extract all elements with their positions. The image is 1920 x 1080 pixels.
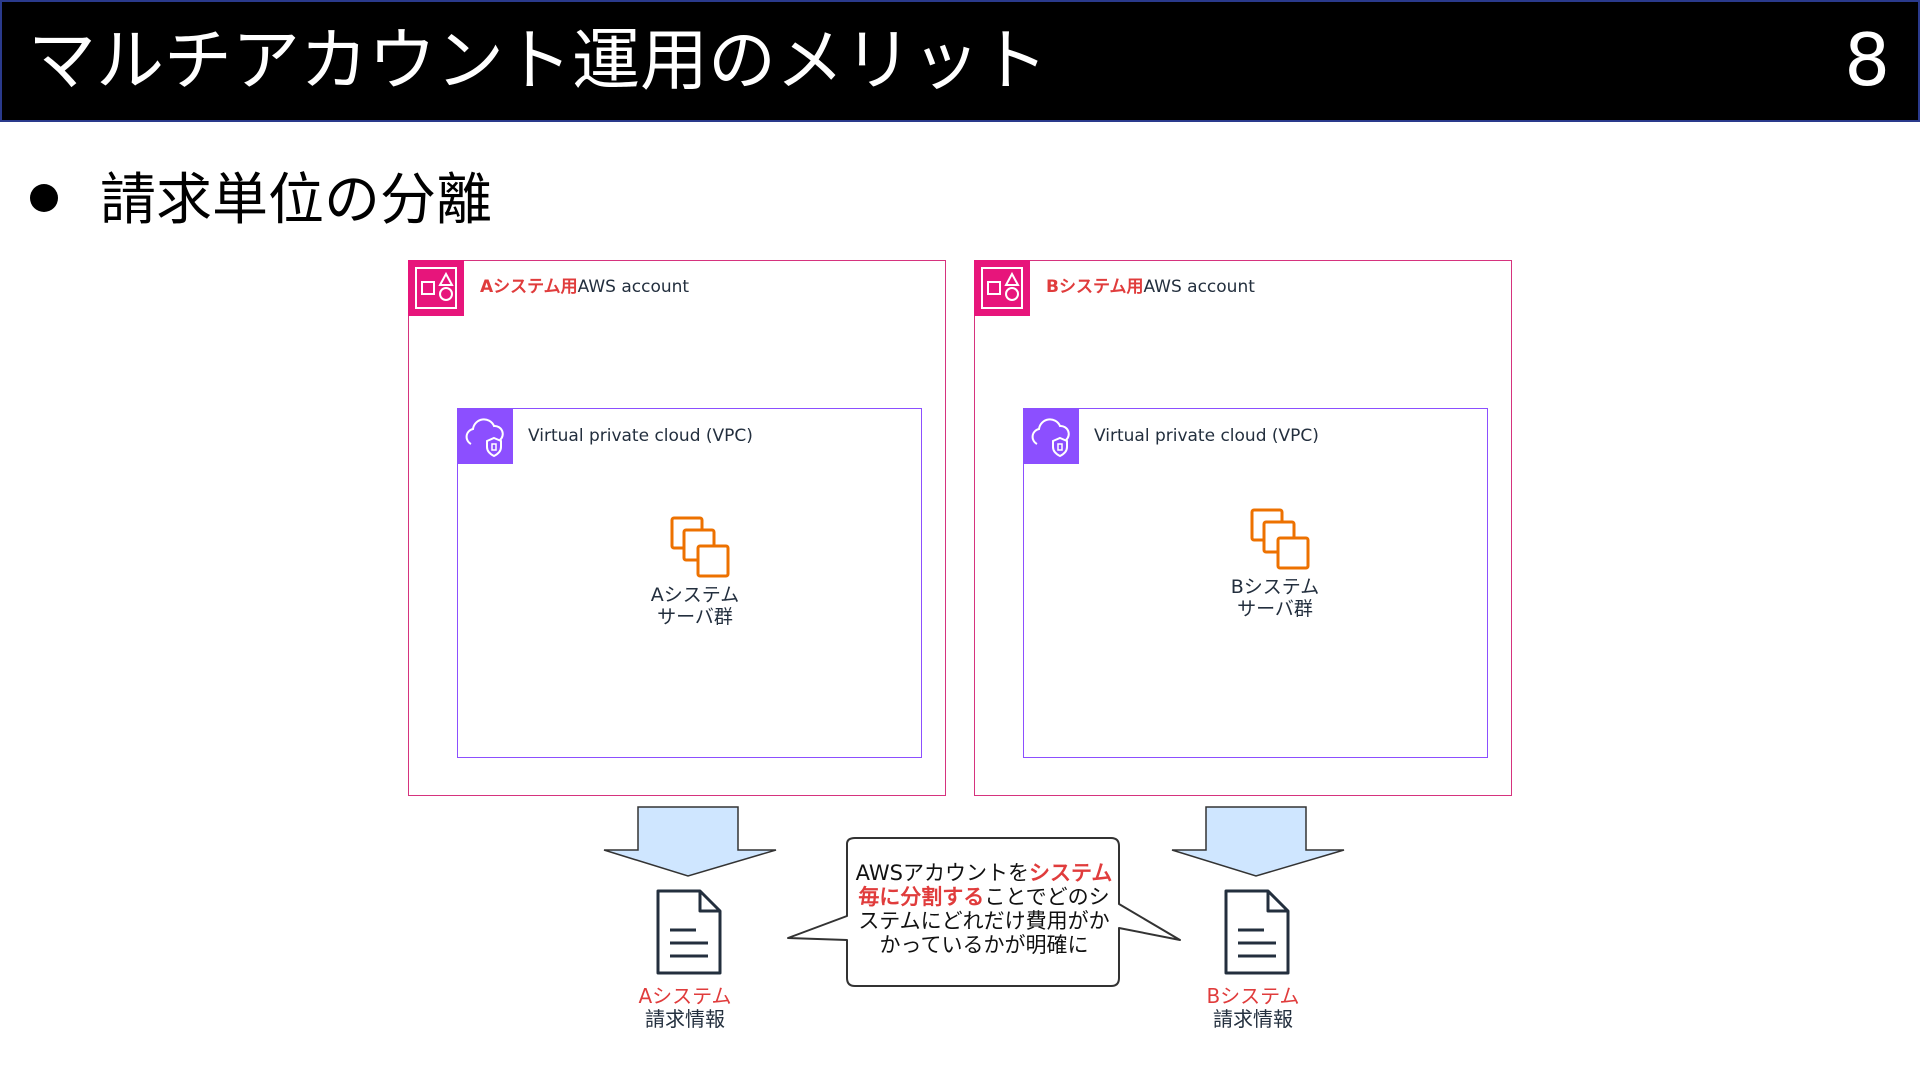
billing-b-label: Bシステム 請求情報 — [1206, 984, 1300, 1031]
server-b-label: Bシステムサーバ群 — [1230, 576, 1320, 620]
billing-a-label: Aシステム 請求情報 — [638, 984, 732, 1031]
vpc-a-box — [457, 408, 922, 758]
bullet-text: 請求単位の分離 — [100, 168, 492, 233]
document-icon — [1222, 888, 1292, 980]
down-arrow-icon — [600, 806, 780, 882]
document-icon — [654, 888, 724, 980]
aws-account-icon — [408, 260, 464, 316]
server-a-label: Aシステムサーバ群 — [650, 584, 740, 628]
ec2-instances-icon — [670, 516, 734, 584]
slide-title: マルチアカウント運用のメリット — [28, 22, 1049, 101]
aws-account-icon — [974, 260, 1030, 316]
slide-header — [0, 0, 1920, 122]
down-arrow-icon — [1168, 806, 1348, 882]
vpc-a-label: Virtual private cloud (VPC) — [528, 426, 753, 446]
page-number: 8 — [1844, 18, 1890, 102]
speech-bubble — [780, 832, 1190, 996]
vpc-b-label: Virtual private cloud (VPC) — [1094, 426, 1319, 446]
account-a-label: Aシステム用AWS account — [480, 277, 690, 297]
bullet-dot — [30, 184, 58, 212]
vpc-icon — [457, 408, 513, 464]
vpc-icon — [1023, 408, 1079, 464]
vpc-b-box — [1023, 408, 1488, 758]
ec2-instances-icon — [1250, 508, 1314, 576]
callout-text: AWSアカウントをシステム毎に分割することでどのシステムにどれだけ費用がかかって… — [855, 861, 1113, 957]
account-b-label: Bシステム用AWS account — [1046, 277, 1255, 297]
